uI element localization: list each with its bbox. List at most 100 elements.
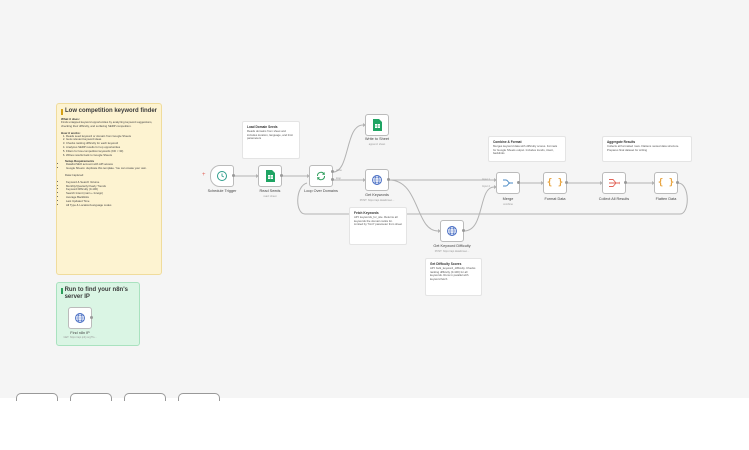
node-label: Loop Over Domains [304,189,338,193]
list-item: Average Backlinks [66,195,157,200]
note-text: Reads domains from sheet and includes lo… [247,129,293,141]
bottom-tab-button[interactable] [16,393,58,401]
note-text: Merges keyword data with difficulty scor… [493,144,558,156]
list-item: Filters for low-competition keywords (KD… [66,149,157,154]
node-read-seeds[interactable] [258,165,282,187]
list-item: Last Updated Time [66,199,157,204]
list-item: Checks ranking difficulty for each keywo… [66,141,157,146]
list-item: Analyzes SERP results for top opportunit… [66,145,157,150]
note-text: API: keywords_for_site. Returns all keyw… [354,215,402,227]
list-item: Keyword Difficulty (0-100) [66,188,157,192]
globe-icon [372,175,382,185]
how-label: How it works: [61,130,81,135]
what-text: Finds untapped keyword opportunities by … [61,120,153,128]
bottom-tab-button[interactable] [124,393,166,401]
output-port[interactable] [462,229,465,232]
curly-braces-icon: { } [546,178,564,188]
output-port[interactable] [90,316,93,319]
workflow-canvas[interactable]: Low competition keyword finder What it d… [0,0,749,398]
sticky-title: Low competition keyword finder [61,108,157,115]
list-item: Reads seed keyword or domain from Google… [66,134,157,139]
node-flatten-data[interactable]: { } [654,172,678,194]
node-label: Format Data [544,197,566,201]
edge-difficulty-merge [463,186,495,232]
node-label: Read Seeds [259,189,281,193]
add-trigger-plus-icon[interactable]: + [202,172,206,178]
edge-label-input2: Input 2 [482,185,490,188]
node-subtitle: append: sheet [368,143,386,146]
list-item: Writes results back to Google Sheets [66,153,157,158]
output-port[interactable] [280,174,283,177]
edge-label-input1: Input 1 [482,178,490,181]
curly-braces-icon: { } [657,178,675,188]
output-port[interactable] [517,181,520,184]
edge-flatten-loop-back [297,182,688,215]
sticky-title: Run to find your n8n's server IP [61,287,135,301]
node-find-n8n-ip[interactable] [68,307,92,329]
output-port-loop[interactable] [331,178,334,181]
node-label: Collect All Results [598,197,630,201]
output-port[interactable] [565,181,568,184]
note-aggregate[interactable]: Aggregate Results Collects all formatted… [602,136,692,162]
list-item: DataForSEO account with API access [66,163,157,167]
node-subtitle: GET: https://api.ipify.org?fo... [63,336,97,339]
google-sheets-icon [266,170,275,182]
node-label: Merge [502,197,514,201]
node-subtitle: combine [503,203,513,206]
output-port[interactable] [387,178,390,181]
node-loop-over-domains[interactable] [309,165,333,187]
node-get-keyword-difficulty[interactable] [440,220,464,242]
note-title: Aggregate Results [607,140,636,144]
edge-label-done: done [336,169,342,172]
output-port[interactable] [676,181,679,184]
captured-list: Keyword & Search Volume Monthly/Quarterl… [61,180,157,208]
list-item: Google Sheets: duplicate this template. … [66,166,157,171]
note-text: Collects all formatted rows. Flattens ne… [607,144,680,152]
output-port-done[interactable] [331,170,334,173]
list-item: Search Intent (main + foreign) [66,191,157,196]
what-label: What it does: [61,117,80,121]
node-label: Write to Sheet [365,137,389,141]
node-label: Flatten Data [655,197,677,201]
node-subtitle: POST: https://api.dataforseo... [434,250,470,253]
steps-list: Reads seed keyword or domain from Google… [61,134,157,158]
node-format-data[interactable]: { } [543,172,567,194]
note-load-seeds[interactable]: Load Domain Seeds Reads domains from she… [242,121,300,159]
note-fetch-keywords[interactable]: Fetch Keywords API: keywords_for_site. R… [349,207,407,245]
loop-arrows-icon [317,171,325,181]
globe-icon [75,313,85,323]
bottom-tab-button[interactable] [70,393,112,401]
aggregate-icon [609,179,620,187]
output-port[interactable] [232,174,235,177]
google-sheets-icon [373,119,382,131]
merge-icon [503,179,513,187]
captured-label: Data Captured: [65,172,84,177]
list-item: Monthly/Quarterly/Yearly Trends [66,184,157,189]
list-item: Gets relevant keyword ideas [66,138,157,142]
node-label: Get Keyword Difficulty [433,244,471,248]
setup-list: DataForSEO account with API access Googl… [61,163,157,171]
note-title: Get Difficulty Scores [430,262,462,266]
node-label: Schedule Trigger [207,189,237,193]
bottom-tab-button[interactable] [178,393,220,401]
edge-keywords-difficulty [388,179,439,232]
node-subtitle: POST: https://api.dataforseo... [359,199,395,202]
sticky-note-overview[interactable]: Low competition keyword finder What it d… [56,103,162,275]
node-label: Find n8n IP [70,331,90,335]
setup-label: Setup Requirements [65,159,95,164]
edge-label-loop: loop [336,177,341,180]
node-label: Get Keywords [365,193,389,197]
connections-layer [234,123,688,233]
bottom-panel [0,398,749,450]
list-item: All Type & Location/Language codes [66,203,157,208]
note-title: Fetch Keywords [354,211,379,215]
note-title: Combine & Format [493,140,522,144]
note-difficulty[interactable]: Get Difficulty Scores API: bulk_keyword_… [425,258,482,296]
output-port[interactable] [624,181,627,184]
node-get-keywords[interactable] [365,169,389,191]
edge-loop-write [332,124,364,173]
node-collect-all-results[interactable] [602,172,626,194]
node-schedule-trigger[interactable] [210,165,234,187]
note-combine[interactable]: Combine & Format Merges keyword data wit… [488,136,566,162]
node-write-to-sheet[interactable] [365,114,389,136]
